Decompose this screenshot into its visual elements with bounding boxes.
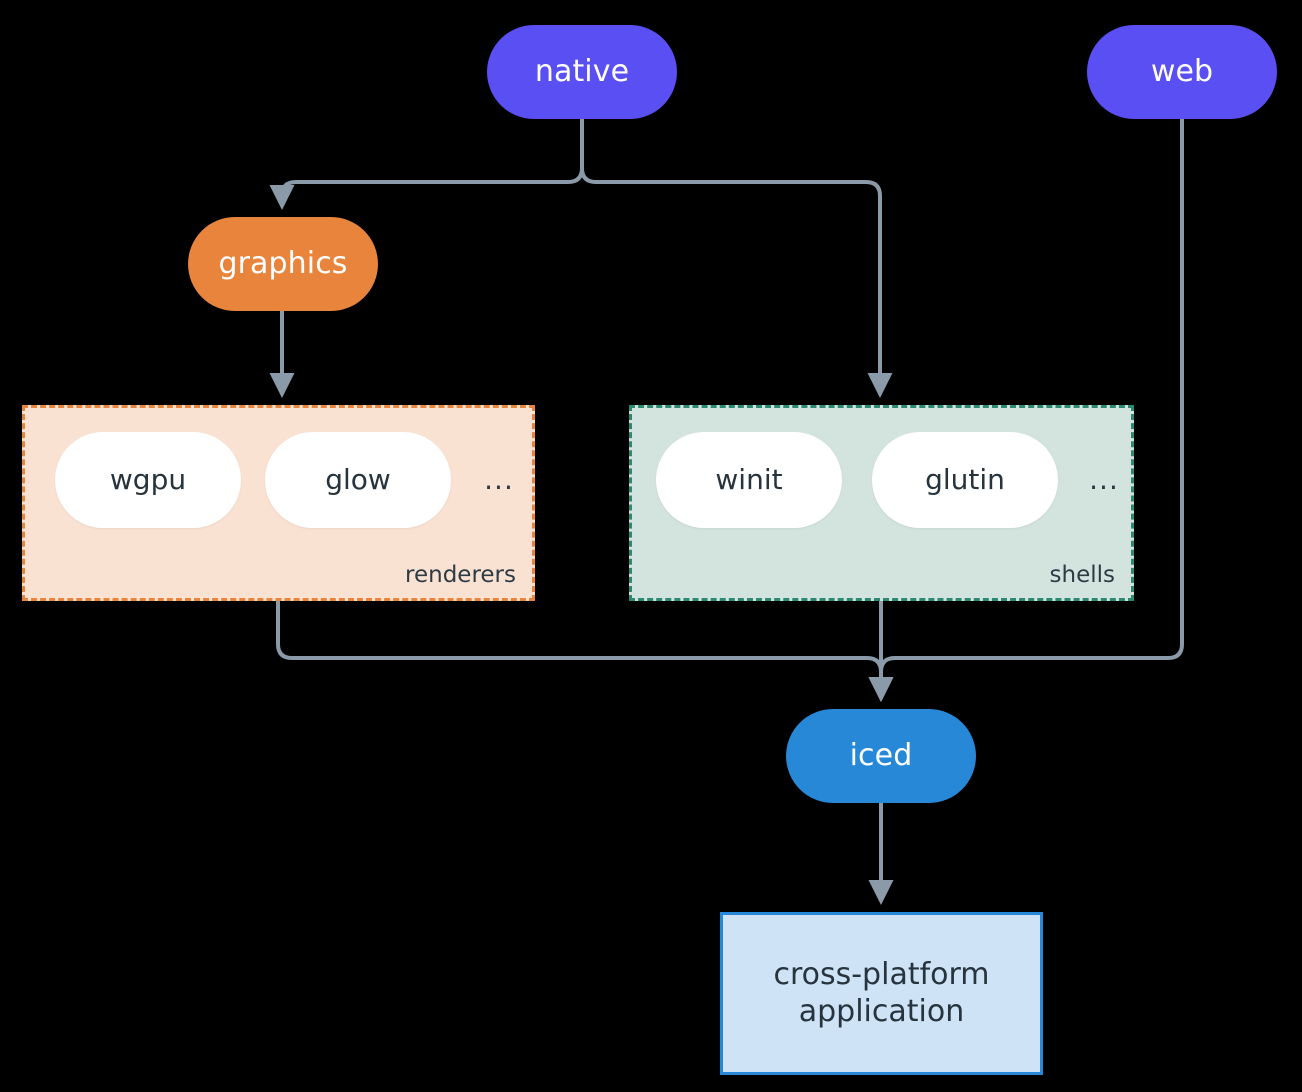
edge-native-to-graphics [269, 117, 584, 210]
node-graphics-label: graphics [218, 245, 348, 281]
node-iced-label: iced [849, 737, 913, 773]
node-shells-ellipsis: ... [1076, 432, 1132, 528]
cluster-renderers-label: renderers [405, 562, 516, 588]
node-native-label: native [534, 53, 630, 89]
node-glow[interactable]: glow [265, 432, 451, 528]
node-web[interactable]: web [1087, 25, 1277, 119]
node-native[interactable]: native [487, 25, 677, 119]
node-iced[interactable]: iced [786, 709, 976, 803]
node-glow-label: glow [325, 462, 391, 496]
edge-renderers-to-iced [276, 599, 894, 702]
node-renderers-ellipsis-label: ... [484, 462, 514, 496]
cluster-shells: winit glutin ... shells [629, 405, 1134, 601]
node-application-label-line1: cross-platform [773, 956, 990, 992]
node-application-label-line2: application [798, 993, 965, 1029]
edge-native-to-shells [580, 117, 893, 398]
node-wgpu-label: wgpu [109, 462, 187, 496]
node-winit[interactable]: winit [656, 432, 842, 528]
cluster-renderers: wgpu glow ... renderers [22, 405, 535, 601]
cluster-shells-label: shells [1049, 562, 1115, 588]
node-graphics[interactable]: graphics [188, 217, 378, 311]
node-glutin[interactable]: glutin [872, 432, 1058, 528]
node-shells-ellipsis-label: ... [1089, 462, 1119, 496]
node-renderers-ellipsis: ... [471, 432, 527, 528]
node-wgpu[interactable]: wgpu [55, 432, 241, 528]
node-web-label: web [1150, 53, 1214, 89]
node-cross-platform-application[interactable]: cross-platform application [720, 912, 1043, 1075]
node-glutin-label: glutin [925, 462, 1005, 496]
node-winit-label: winit [715, 462, 783, 496]
